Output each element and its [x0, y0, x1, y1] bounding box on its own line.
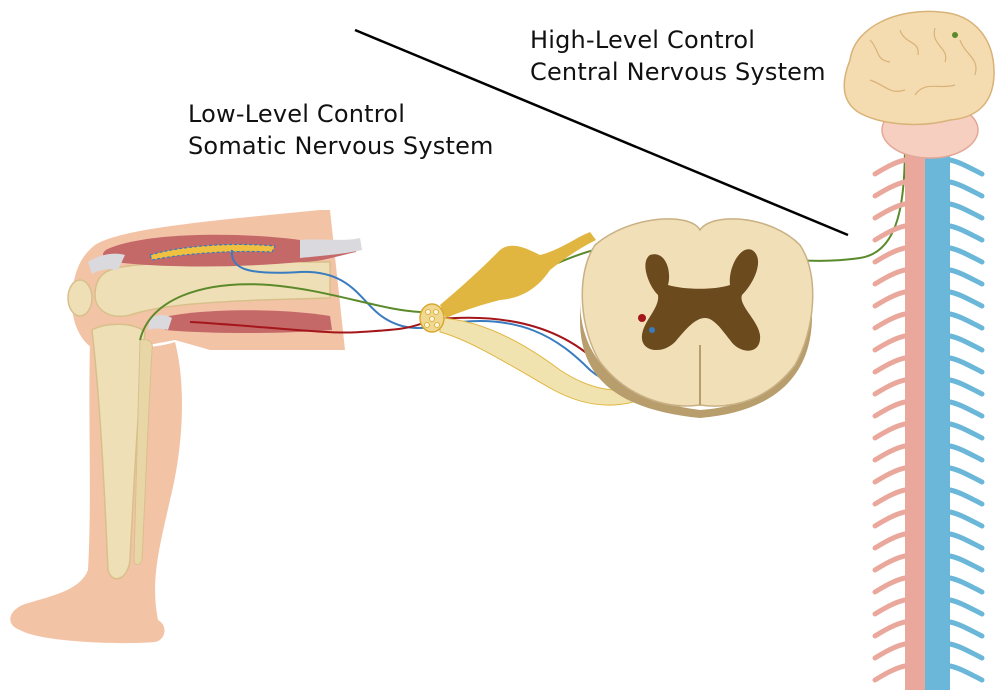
spinal-root-left	[875, 380, 905, 394]
cerebrum	[844, 11, 994, 124]
spinal-root-right	[950, 226, 982, 240]
spinal-root-left	[875, 600, 905, 614]
spinal-root-left	[875, 292, 905, 306]
high-level-title: High-Level Control	[530, 24, 826, 56]
spinal-root-right	[950, 204, 982, 218]
spinal-root-left	[875, 182, 905, 196]
low-level-control-label: Low-Level Control Somatic Nervous System	[188, 98, 494, 162]
spinal-root-right	[950, 402, 982, 416]
axon-dot	[425, 323, 430, 328]
neuron-body-blue	[649, 327, 655, 333]
hamstring-muscle	[160, 310, 332, 333]
spinal-root-right	[950, 424, 982, 438]
spinal-root-right	[950, 600, 982, 614]
spinal-root-right	[950, 666, 982, 680]
spinal-root-left	[875, 622, 905, 636]
spinal-root-right	[950, 468, 982, 482]
high-level-subtitle: Central Nervous System	[530, 56, 826, 88]
neuron-body-red	[638, 314, 646, 322]
spinal-root-right	[950, 490, 982, 504]
spinal-root-right	[950, 160, 982, 174]
brain	[844, 11, 994, 158]
spinal-root-left	[875, 446, 905, 460]
low-level-subtitle: Somatic Nervous System	[188, 130, 494, 162]
spinal-root-right	[950, 644, 982, 658]
axon-dot	[434, 310, 439, 315]
spinal-root-left	[875, 578, 905, 592]
spinal-root-right	[950, 358, 982, 372]
spinal-root-right	[950, 578, 982, 592]
spinal-cord-cross-section	[580, 219, 813, 418]
spinal-column-pink	[905, 145, 925, 690]
spinal-root-right	[950, 534, 982, 548]
spinal-root-left	[875, 314, 905, 328]
spinal-root-right	[950, 336, 982, 350]
leg	[10, 210, 362, 643]
spinal-root-left	[875, 402, 905, 416]
spinal-root-right	[950, 248, 982, 262]
spinal-root-right	[950, 314, 982, 328]
spinal-root-left	[875, 160, 905, 174]
axon-dot	[430, 317, 435, 322]
spinal-root-right	[950, 380, 982, 394]
spinal-root-left	[875, 512, 905, 526]
spinal-root-right	[950, 446, 982, 460]
spinal-root-right	[950, 622, 982, 636]
patella	[68, 280, 92, 316]
spinal-column-blue	[925, 145, 950, 690]
dorsal-root-ganglion	[440, 232, 596, 318]
spinal-root-left	[875, 490, 905, 504]
axon-dot	[426, 310, 431, 315]
neuron-body-green	[952, 32, 958, 38]
spinal-root-right	[950, 270, 982, 284]
spinal-root-right	[950, 182, 982, 196]
spinal-root-right	[950, 556, 982, 570]
high-level-control-label: High-Level Control Central Nervous Syste…	[530, 24, 826, 88]
spine	[905, 145, 950, 690]
spinal-root-left	[875, 358, 905, 372]
lower-leg-skin	[10, 340, 182, 643]
spinal-root-left	[875, 270, 905, 284]
spinal-root-right	[950, 292, 982, 306]
spinal-root-left	[875, 556, 905, 570]
spinal-root-right	[950, 512, 982, 526]
spinal-root-left	[875, 424, 905, 438]
spinal-root-left	[875, 336, 905, 350]
low-level-title: Low-Level Control	[188, 98, 494, 130]
spinal-root-left	[875, 468, 905, 482]
spinal-root-left	[875, 666, 905, 680]
spinal-root-left	[875, 644, 905, 658]
axon-dot	[435, 323, 440, 328]
spinal-root-left	[875, 534, 905, 548]
